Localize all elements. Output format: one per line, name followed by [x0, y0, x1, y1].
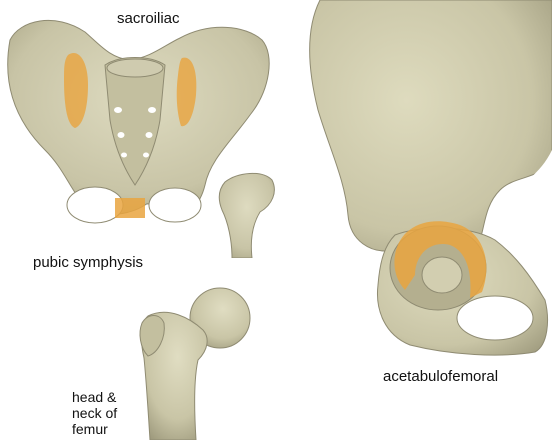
- femur-label-line-3: femur: [72, 421, 132, 437]
- femur-label-line-1: head &: [72, 389, 132, 405]
- femur-head-neck-label: head & neck of femur: [72, 389, 132, 437]
- acetabulofemoral-label: acetabulofemoral: [383, 369, 498, 385]
- acetabulum-illustration: [300, 0, 552, 358]
- pubic-symphysis-joint: [115, 198, 145, 218]
- sacroiliac-label: sacroiliac: [117, 11, 180, 27]
- femur-label-line-2: neck of: [72, 405, 132, 421]
- pelvis-illustration: [0, 0, 300, 258]
- femur-illustration: [128, 278, 258, 440]
- pubic-symphysis-label: pubic symphysis: [33, 255, 143, 271]
